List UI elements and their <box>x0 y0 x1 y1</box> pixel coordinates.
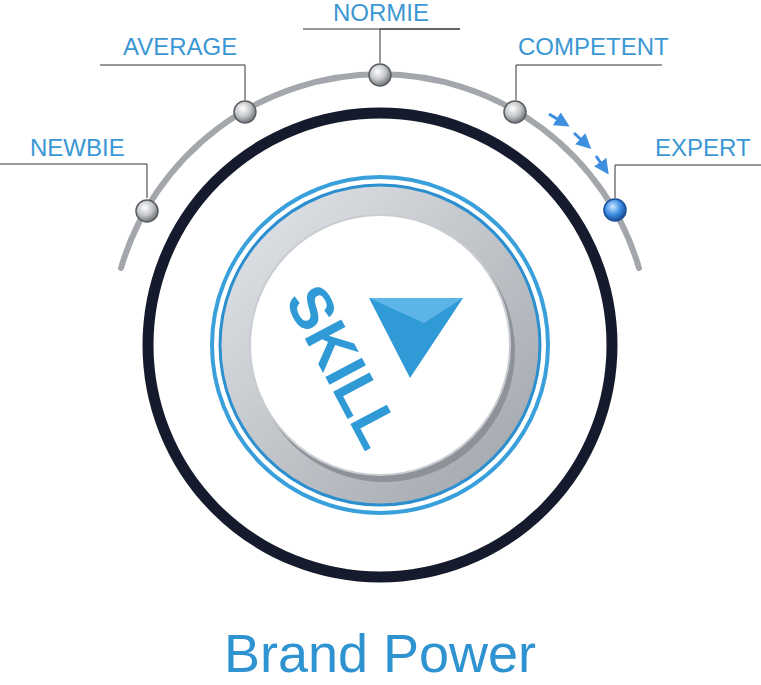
level-label: AVERAGE <box>123 34 237 60</box>
level-label: EXPERT <box>655 135 751 161</box>
play-triangle <box>369 298 463 378</box>
arrow-dash <box>596 156 607 172</box>
arrow-dash <box>574 133 589 147</box>
scale-marker <box>369 64 391 86</box>
knob-shape <box>210 175 550 515</box>
level-label: NORMIE <box>333 0 429 26</box>
leader-line <box>100 65 245 100</box>
level-label: COMPETENT <box>518 34 669 60</box>
scale-marker <box>234 101 256 123</box>
leader-line <box>516 65 662 100</box>
skill-knob: SKILL <box>210 175 550 515</box>
arrow-dash <box>549 114 567 125</box>
knob-face <box>250 215 510 475</box>
level-label: NEWBIE <box>30 135 125 161</box>
movement-arrows <box>549 114 607 172</box>
leader-line <box>303 29 460 63</box>
knob-outer-ring <box>212 177 548 513</box>
diagram-title: Brand Power <box>224 626 536 680</box>
scale-marker <box>504 101 526 123</box>
play-triangle-highlight <box>369 298 463 323</box>
scale-marker <box>136 200 158 222</box>
leader-line <box>615 165 761 198</box>
knob-bezel <box>220 185 540 505</box>
outer-ring <box>148 113 612 577</box>
leader-line <box>0 164 147 198</box>
active-marker <box>604 199 626 221</box>
